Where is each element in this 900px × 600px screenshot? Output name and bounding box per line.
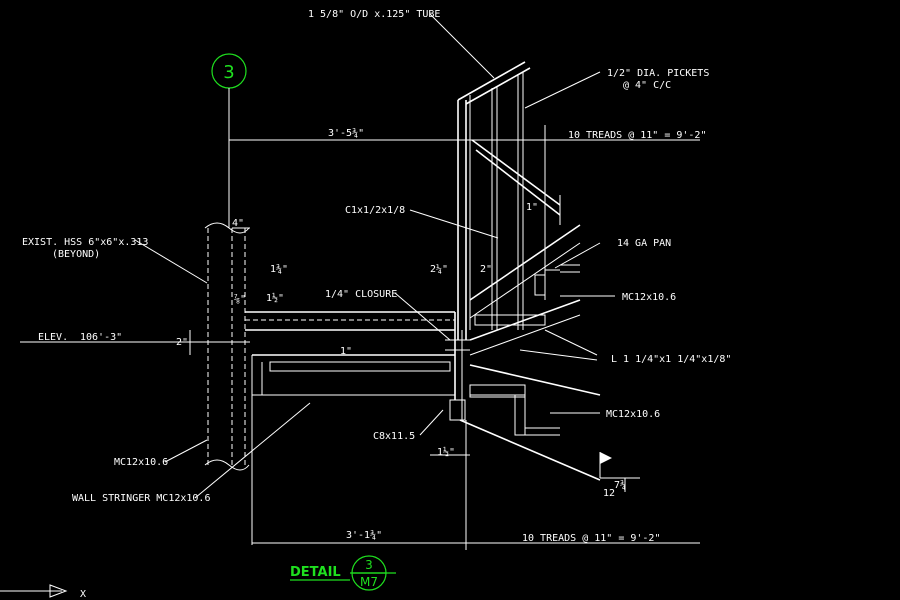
label-pickets-line1: 1/2" DIA. PICKETS (607, 68, 709, 79)
label-elev: ELEV. (38, 332, 68, 343)
dim-two-a: 2" (176, 337, 188, 348)
dim-four-in: 4" (232, 218, 244, 229)
detail-number: 3 (365, 558, 373, 572)
railing (457, 61, 561, 340)
dim-two-b: 2" (480, 264, 492, 275)
dim-bottom-span: 3'-1¾" (346, 529, 382, 541)
label-hss-line1: EXIST. HSS 6"x6"x.313 (22, 237, 148, 248)
label-mc-left: MC12x10.6 (114, 457, 168, 468)
ucs-axis-label: X (80, 589, 86, 600)
dim-one-three-quarter: 1¾" (270, 263, 288, 275)
slope-indicator: 7¾ 12 (599, 452, 640, 499)
section-marker-number: 3 (223, 62, 234, 83)
slope-run: 12 (603, 488, 615, 499)
leaders (134, 13, 615, 499)
ucs-axis-icon: X (0, 584, 86, 600)
section-marker: 3 (211, 53, 247, 89)
dim-two-quarter: 2¼" (430, 263, 448, 275)
label-mc-right-upper: MC12x10.6 (622, 292, 676, 303)
label-c8: C8x11.5 (373, 431, 415, 442)
dim-one-half-a: 1½" (266, 292, 284, 304)
dim-top-span: 3'-5¾" (328, 127, 364, 139)
dimension-text: 3'-5¾" 3'-1¾" 4" 1¾" 1½" ⅞" 2" 1" 2¼" 2"… (176, 127, 538, 541)
dim-one-b: 1" (526, 202, 538, 213)
landing-structure (245, 311, 470, 545)
label-closure: 1/4" CLOSURE (325, 289, 397, 300)
label-wall-stringer: WALL STRINGER MC12x10.6 (72, 493, 210, 504)
label-pickets-line2: @ 4" C/C (623, 80, 671, 91)
slope-rise: 7¾ (614, 479, 626, 491)
detail-sheet: M7 (360, 575, 378, 589)
dim-seven-eighth: ⅞" (234, 293, 246, 305)
dimension-lines (20, 125, 700, 550)
label-mc-right-lower: MC12x10.6 (606, 409, 660, 420)
detail-word: DETAIL (290, 565, 341, 580)
detail-tag: DETAIL 3 M7 (290, 555, 396, 591)
label-treads-top: 10 TREADS @ 11" = 9'-2" (568, 130, 706, 141)
label-angle: L 1 1/4"x1 1/4"x1/8" (611, 354, 731, 365)
hss-column (204, 222, 250, 471)
label-ga-pan: 14 GA PAN (617, 238, 671, 249)
stair-stringer (459, 224, 601, 481)
label-elev-value: 106'-3" (80, 332, 122, 343)
label-treads-bottom: 10 TREADS @ 11" = 9'-2" (522, 533, 660, 544)
label-tube: 1 5/8" O/D x.125" TUBE (308, 9, 440, 20)
label-hss-line2: (BEYOND) (52, 249, 100, 260)
annotations: 1 5/8" O/D x.125" TUBE 1/2" DIA. PICKETS… (22, 9, 731, 544)
dim-one-half-b: 1½" (437, 446, 455, 458)
dim-one-a: 1" (340, 346, 352, 357)
label-channel-c: C1x1/2x1/8 (345, 205, 405, 216)
